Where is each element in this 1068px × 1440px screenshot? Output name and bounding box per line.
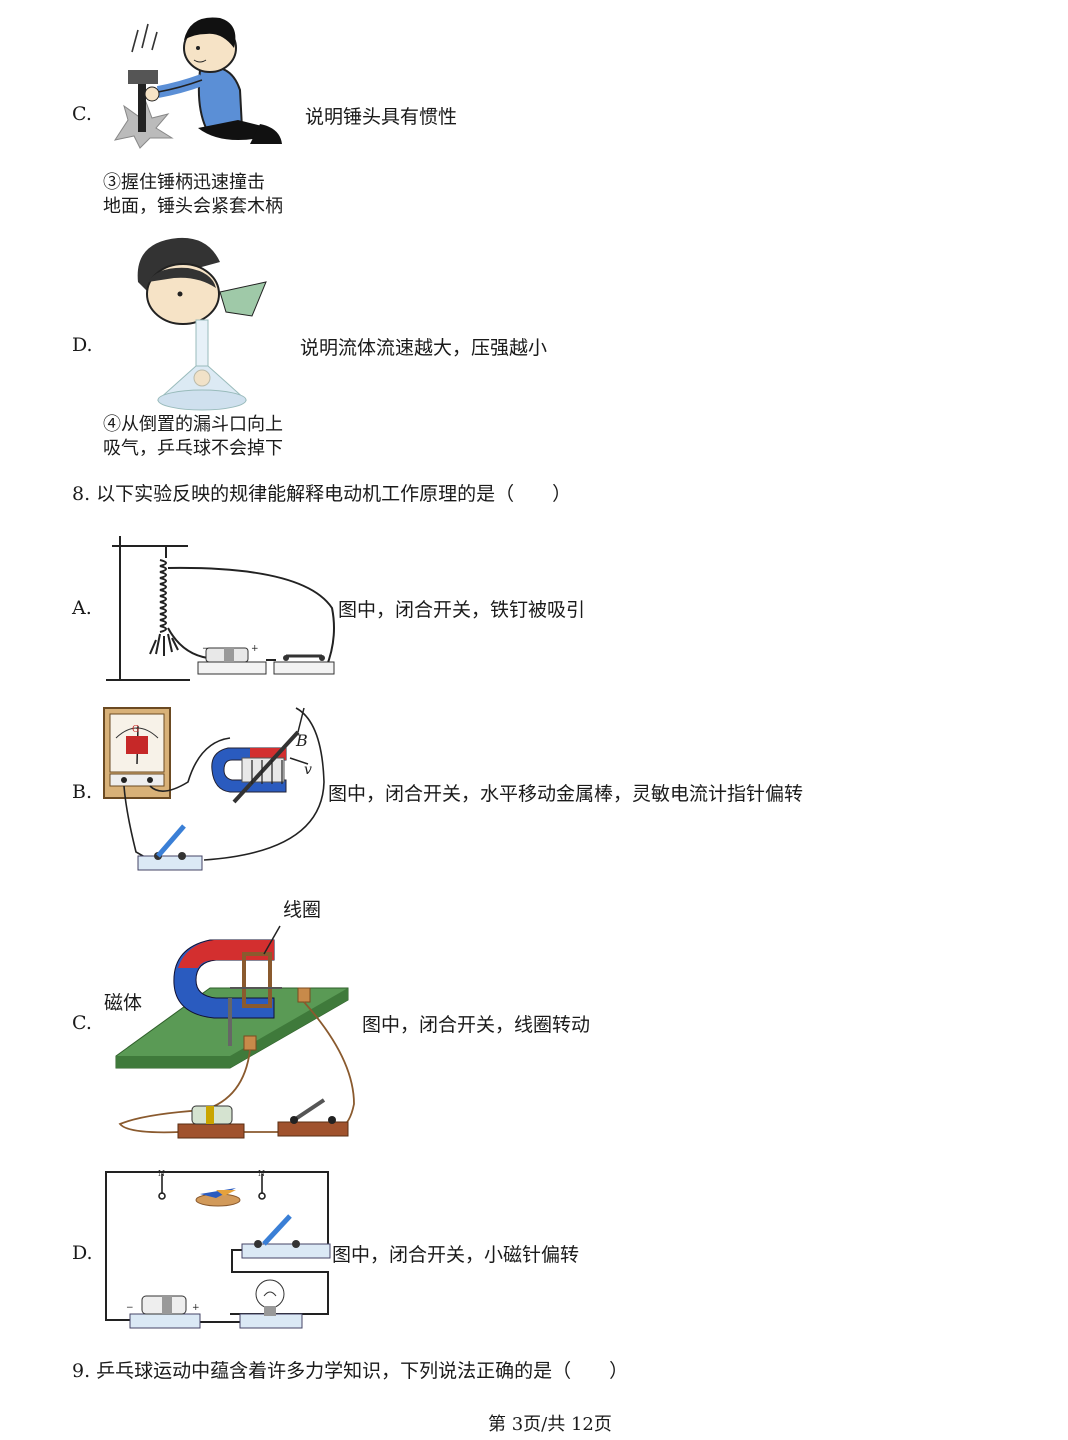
option-8d-text: 图中，闭合开关，小磁针偏转 <box>332 1244 580 1266</box>
field-b-label: B <box>295 731 308 750</box>
coil-label: 线圈 <box>283 899 322 921</box>
option-letter-8c: C. <box>72 1012 92 1034</box>
option-7d-caption-line2: 吸气，乒乓球不会掉下 <box>103 438 283 459</box>
hammer-boy-illustration <box>113 17 282 149</box>
galvanometer-g-label: G <box>132 725 139 735</box>
option-letter-7d: D. <box>72 334 93 356</box>
oersted-circuit-figure: N N − + <box>105 1169 331 1329</box>
option-letter-8a: A. <box>72 597 92 619</box>
option-7c-caption-line1: ③握住锤柄迅速撞击 <box>103 172 265 193</box>
option-8c-text: 图中，闭合开关，线圈转动 <box>362 1014 591 1036</box>
pole-n-right: N <box>258 1169 265 1178</box>
funnel-pingpong-illustration <box>137 237 267 411</box>
magnet-label: 磁体 <box>104 992 143 1014</box>
question-9-stem: 9. 乒乓球运动中蕴含着许多力学知识，下列说法正确的是（ ） <box>72 1360 629 1382</box>
battery-minus-8d: − <box>126 1303 134 1313</box>
pole-n-left: N <box>158 1169 165 1178</box>
electromagnet-apparatus-figure: + − <box>106 536 335 681</box>
motor-model-figure <box>115 925 355 1139</box>
battery-minus-8a: − <box>202 644 210 654</box>
battery-plus-8d: + <box>192 1303 200 1313</box>
option-7c-conclusion: 说明锤头具有惯性 <box>305 106 458 128</box>
option-letter-7c: C. <box>72 103 92 125</box>
velocity-v-label: v <box>304 762 312 778</box>
battery-plus-8a: + <box>251 644 259 654</box>
option-7c-caption-line2: 地面，锤头会紧套木柄 <box>103 196 283 217</box>
option-8a-text: 图中，闭合开关，铁钉被吸引 <box>338 599 586 621</box>
page-number: 第 3页/共 12页 <box>488 1414 612 1435</box>
option-8b-text: 图中，闭合开关，水平移动金属棒，灵敏电流计指针偏转 <box>328 783 804 805</box>
option-letter-8d: D. <box>72 1242 93 1264</box>
question-8-stem: 8. 以下实验反映的规律能解释电动机工作原理的是（ ） <box>72 483 572 505</box>
induction-circuit-figure: G B v <box>103 707 325 871</box>
option-7d-conclusion: 说明流体流速越大，压强越小 <box>300 337 548 359</box>
option-letter-8b: B. <box>72 781 93 803</box>
option-7d-caption-line1: ④从倒置的漏斗口向上 <box>103 414 283 435</box>
